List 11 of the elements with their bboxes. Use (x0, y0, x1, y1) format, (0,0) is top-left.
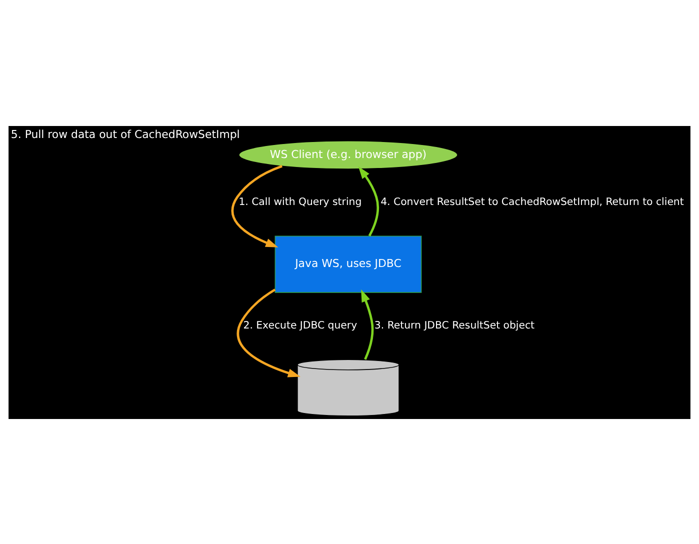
arrow (361, 288, 374, 360)
edge-label: 4. Convert ResultSet to CachedRowSetImpl, Return to client (380, 196, 684, 208)
edge-label: 1. Call with Query string (238, 196, 362, 208)
arrow (236, 288, 300, 377)
edge-label: 3. Return JDBC ResultSet object (374, 320, 535, 332)
edge-label: 2. Execute JDBC query (243, 320, 358, 332)
node-label: 5. Pull row data out of CachedRowSetImpl (10, 127, 240, 140)
node-ellipse: WS Client (e.g. browser app) (238, 140, 458, 169)
arrow (231, 164, 282, 247)
arrow (358, 166, 380, 236)
node-box: Java WS, uses JDBC (274, 235, 422, 292)
